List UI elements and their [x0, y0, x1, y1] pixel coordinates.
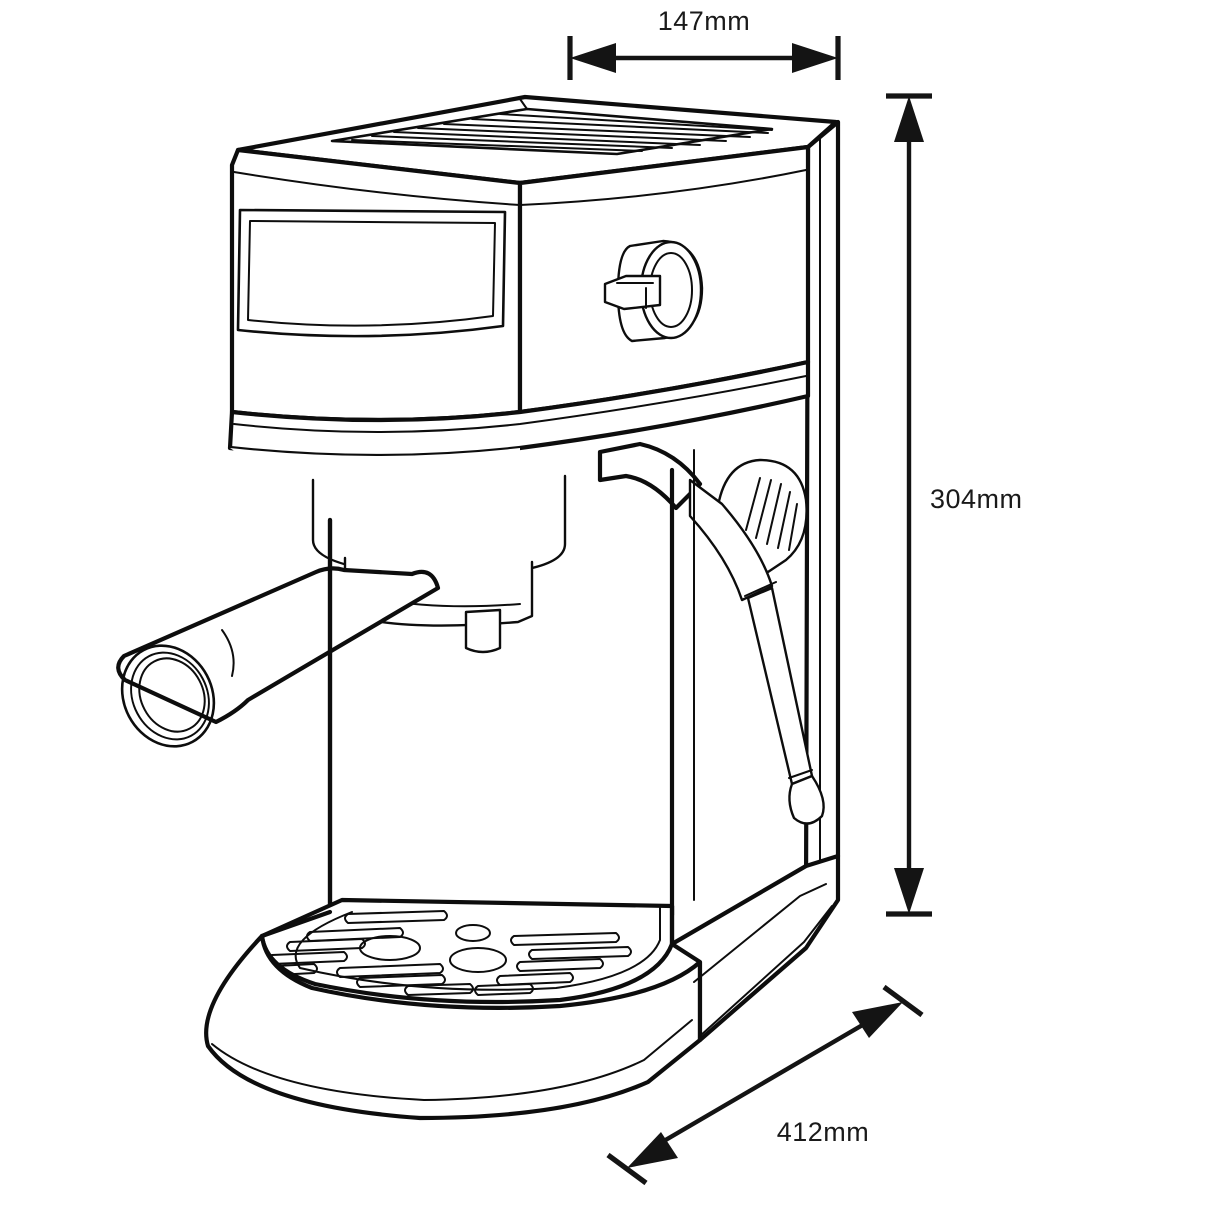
drip-tray-plate-inner	[294, 907, 661, 991]
portafilter-end-cap-outer	[120, 644, 216, 748]
dimension-height-label: 304mm	[930, 484, 1023, 514]
steam-wand-tip	[788, 774, 825, 825]
display-panel-inner	[247, 220, 496, 327]
base-right-wedge-lower-crease	[699, 905, 833, 1037]
dimension-width-147mm: 147mm	[567, 6, 841, 80]
portafilter-spout	[464, 608, 502, 654]
head-bottom-band-crease	[233, 375, 807, 433]
control-knob	[603, 239, 704, 343]
steam-wand	[597, 441, 825, 825]
dimension-width-label: 147mm	[658, 6, 751, 36]
display-panel-outer	[236, 208, 507, 338]
machine-body	[116, 94, 841, 1121]
body-base-left-joint	[259, 909, 333, 939]
base-right-wedge	[669, 853, 841, 1043]
base-pedestal-front-crease	[211, 1019, 693, 1101]
steam-wand-tube	[746, 586, 814, 786]
drip-tray-cup-markers	[359, 924, 507, 973]
base-pedestal	[204, 853, 841, 1121]
dimension-depth-label: 412mm	[777, 1117, 870, 1147]
control-knob-pointer-lever	[603, 274, 662, 311]
steam-wand-grip-ribs	[745, 477, 798, 551]
dimension-height-304mm: 304mm	[886, 93, 1023, 917]
steam-wand-collar-line	[744, 581, 777, 597]
portafilter-end-cap-inner	[138, 657, 206, 733]
cup-warmer-grill-slats	[351, 113, 773, 152]
steam-wand-tip-seam	[788, 769, 813, 779]
steam-wand-elbow	[688, 478, 774, 602]
portafilter-handle	[116, 566, 441, 748]
head-front-face	[229, 147, 523, 423]
steam-wand-mount-arm	[597, 441, 703, 511]
drip-tray	[259, 897, 675, 1005]
head-top-bevel	[233, 169, 807, 206]
base-pedestal-front	[204, 933, 703, 1121]
dimension-depth-412mm: 412mm	[606, 984, 924, 1186]
portafilter-end-cap-mid	[130, 651, 210, 741]
base-right-wedge-crease	[693, 883, 827, 983]
portafilter-collar-line	[221, 629, 235, 677]
cup-warmer-grill-tab	[519, 98, 528, 110]
drip-tray-slots	[268, 910, 632, 996]
